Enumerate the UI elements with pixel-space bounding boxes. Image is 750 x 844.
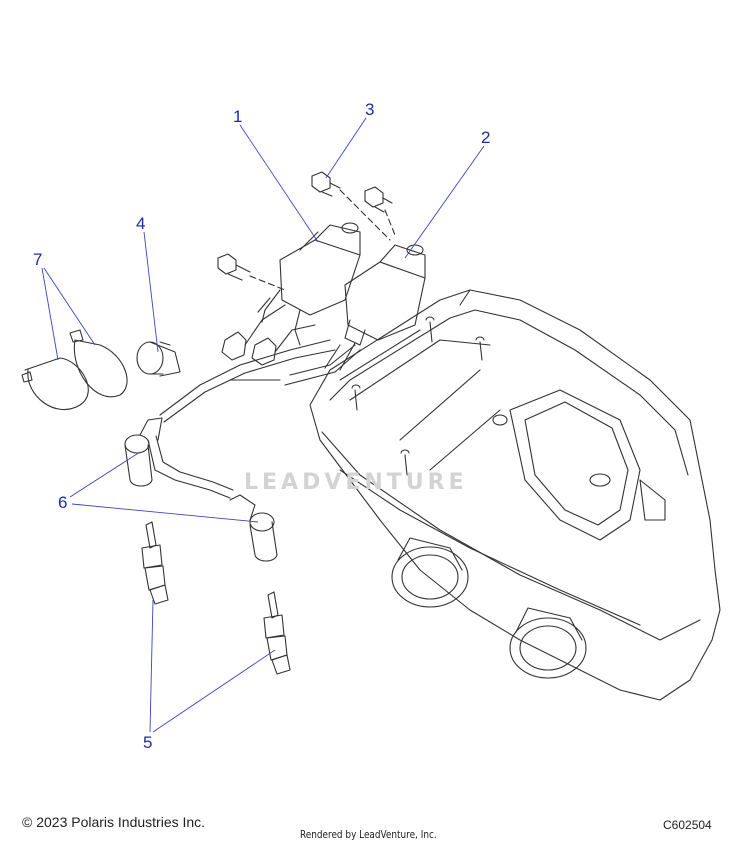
ignition-coil-1 xyxy=(257,222,361,346)
callout-3[interactable]: 3 xyxy=(365,100,375,119)
callout-2[interactable]: 2 xyxy=(481,128,491,147)
leader-lines xyxy=(41,117,485,733)
clamp xyxy=(136,341,181,377)
engine-housing xyxy=(309,289,721,701)
rendered-by-text: Rendered by LeadVenture, Inc. xyxy=(300,828,437,841)
wiring-harness xyxy=(147,304,361,499)
diagram-code: C602504 xyxy=(663,818,712,832)
copyright-text: © 2023 Polaris Industries Inc. xyxy=(22,814,206,830)
spark-plugs xyxy=(141,521,291,675)
callout-4[interactable]: 4 xyxy=(136,214,146,233)
callout-1[interactable]: 1 xyxy=(233,107,243,126)
ignition-coil-2 xyxy=(324,244,426,371)
cable-ties xyxy=(21,329,128,411)
callout-5[interactable]: 5 xyxy=(143,733,153,752)
bolts xyxy=(217,171,396,291)
watermark: LEADVENTURE xyxy=(244,470,468,495)
callout-6[interactable]: 6 xyxy=(58,493,68,512)
spark-plug-caps xyxy=(124,417,278,562)
callout-7[interactable]: 7 xyxy=(33,250,43,269)
